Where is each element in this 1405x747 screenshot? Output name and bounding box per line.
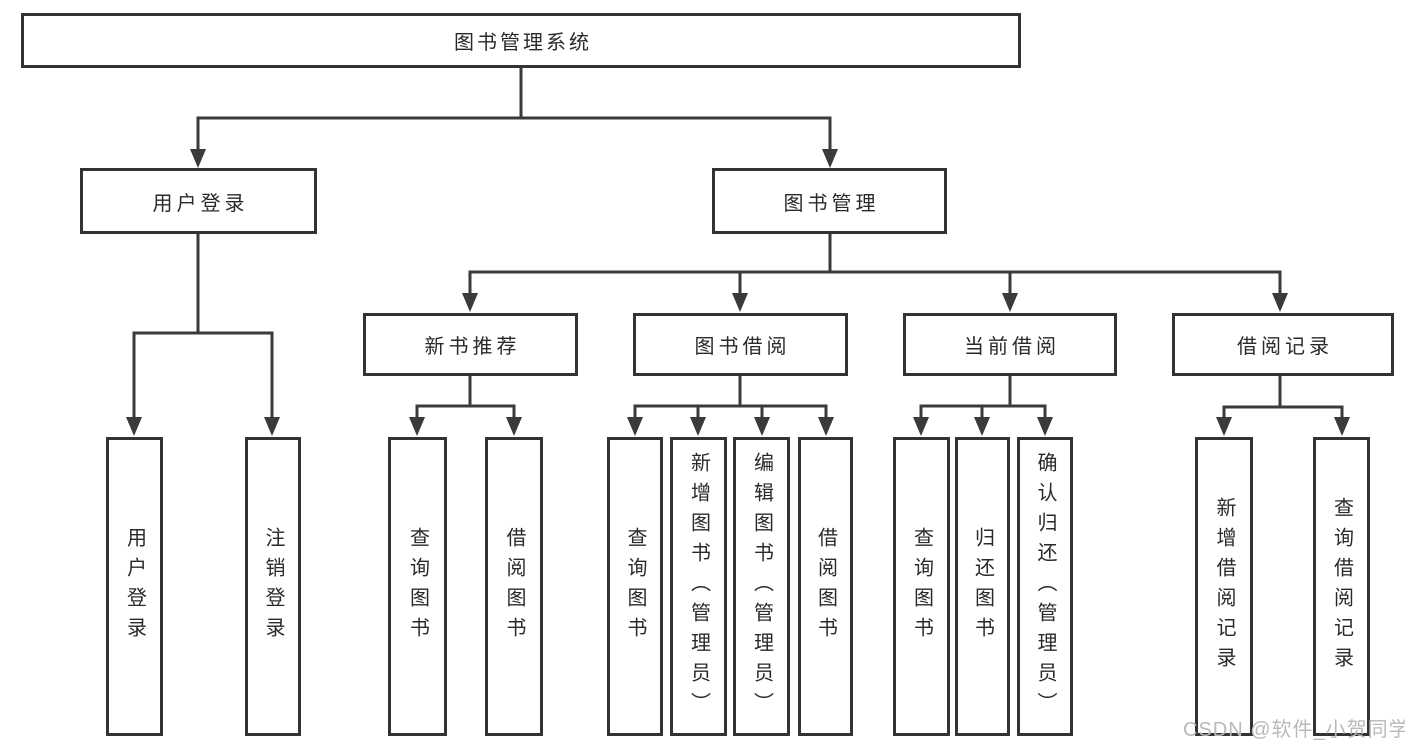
user-login-connector — [126, 232, 280, 436]
group-box-book-borrow: 图书借阅 — [633, 313, 848, 376]
leaf-cb-confirm-return-admin-label: 确认归还（管理员） — [1034, 451, 1056, 722]
leaf-box-nb-query-books: 查询图书 — [388, 437, 447, 736]
leaf-nb-query-books-label: 查询图书 — [406, 526, 429, 647]
leaf-br-add-record-label: 新增借阅记录 — [1213, 496, 1235, 677]
leaf-box-br-query-record: 查询借阅记录 — [1313, 437, 1370, 736]
borrow-records-connector — [1216, 374, 1350, 436]
book-mgmt-connector — [462, 232, 1288, 312]
group-current-borrow-label: 当前借阅 — [964, 336, 1060, 358]
leaf-box-bb-query-books: 查询图书 — [607, 437, 663, 736]
leaf-box-cb-return-books: 归还图书 — [955, 437, 1010, 736]
leaf-box-cb-confirm-return-admin: 确认归还（管理员） — [1017, 437, 1073, 736]
branch-box-book-mgmt: 图书管理 — [712, 168, 947, 234]
leaf-br-query-record-label: 查询借阅记录 — [1330, 496, 1353, 677]
group-borrow-records-label: 借阅记录 — [1237, 336, 1333, 358]
leaf-bb-edit-books-admin-label: 编辑图书（管理员） — [750, 451, 773, 722]
leaf-box-bb-add-books-admin: 新增图书（管理员） — [670, 437, 727, 736]
leaf-box-cb-query-books: 查询图书 — [893, 437, 950, 736]
leaf-nb-borrow-books-label: 借阅图书 — [503, 526, 525, 647]
book-borrow-connector — [627, 374, 834, 436]
group-box-new-book-rec: 新书推荐 — [363, 313, 578, 376]
leaf-bb-add-books-admin-label: 新增图书（管理员） — [687, 451, 710, 722]
current-borrow-connector — [913, 374, 1053, 436]
branch-user-login-label: 用户登录 — [152, 192, 249, 215]
leaf-user-login-label: 用户登录 — [123, 526, 146, 647]
group-box-borrow-records: 借阅记录 — [1172, 313, 1394, 376]
root-connector — [190, 66, 838, 168]
leaf-box-nb-borrow-books: 借阅图书 — [485, 437, 543, 736]
group-new-book-rec-label: 新书推荐 — [424, 336, 521, 358]
leaf-box-user-login: 用户登录 — [106, 437, 163, 736]
leaf-box-br-add-record: 新增借阅记录 — [1195, 437, 1253, 736]
new-book-rec-connector — [409, 374, 522, 436]
csdn-watermark: CSDN @软件_小贺同学 — [1183, 719, 1405, 741]
leaf-logout-label: 注销登录 — [262, 526, 284, 647]
leaf-bb-borrow-books-label: 借阅图书 — [814, 526, 837, 647]
root-box-library-system: 图书管理系统 — [21, 13, 1021, 68]
leaf-box-logout: 注销登录 — [245, 437, 301, 736]
root-label: 图书管理系统 — [454, 32, 592, 54]
branch-box-user-login: 用户登录 — [80, 168, 317, 234]
group-box-current-borrow: 当前借阅 — [903, 313, 1117, 376]
group-book-borrow-label: 图书借阅 — [694, 336, 791, 358]
leaf-cb-query-books-label: 查询图书 — [910, 526, 933, 647]
leaf-box-bb-borrow-books: 借阅图书 — [798, 437, 853, 736]
branch-book-mgmt-label: 图书管理 — [783, 192, 880, 215]
leaf-box-bb-edit-books-admin: 编辑图书（管理员） — [733, 437, 790, 736]
leaf-cb-return-books-label: 归还图书 — [971, 526, 994, 647]
leaf-bb-query-books-label: 查询图书 — [624, 526, 646, 647]
